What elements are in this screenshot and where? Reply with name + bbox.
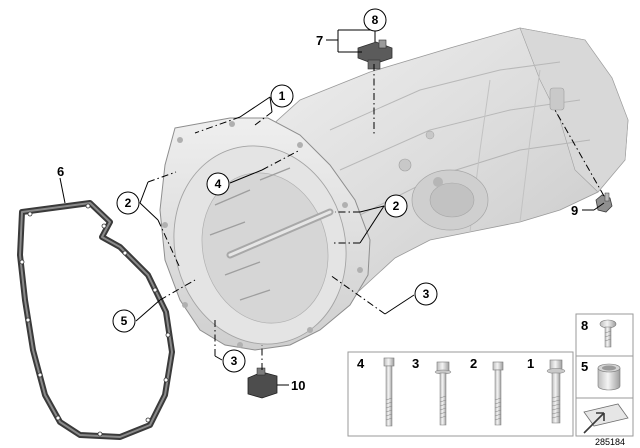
callout-2-left: 2 <box>116 191 140 215</box>
svg-text:3: 3 <box>423 287 430 301</box>
side-legend: 8 5 <box>575 313 634 437</box>
side-legend-label-8: 8 <box>581 318 588 333</box>
callout-3-right: 3 <box>414 282 438 306</box>
bolt-1 <box>546 359 566 424</box>
leader-lines <box>59 29 605 386</box>
callout-8: 8 <box>363 8 387 32</box>
side-legend-label-5: 5 <box>581 359 588 374</box>
svg-text:2: 2 <box>125 196 132 210</box>
svg-text:4: 4 <box>215 177 222 191</box>
arrow-sheet-icon <box>583 403 629 434</box>
legend-label-1: 1 <box>527 356 534 371</box>
callout-4: 4 <box>206 172 230 196</box>
svg-text:8: 8 <box>372 13 379 27</box>
label-6: 6 <box>57 164 64 179</box>
label-7: 7 <box>316 33 323 48</box>
screw-8 <box>599 319 617 348</box>
reference-number: 285184 <box>595 437 625 447</box>
legend-label-3: 3 <box>412 356 419 371</box>
fasteners-legend: 4 3 2 1 <box>347 351 574 437</box>
callout-2-right: 2 <box>384 194 408 218</box>
sensor-8 <box>357 39 393 70</box>
label-10: 10 <box>291 378 305 393</box>
callout-3-lower: 3 <box>222 349 246 373</box>
callout-5: 5 <box>112 309 136 333</box>
bolt-4 <box>383 357 395 427</box>
svg-text:2: 2 <box>393 199 400 213</box>
label-9: 9 <box>571 203 578 218</box>
callout-1: 1 <box>270 84 294 108</box>
bolt-3 <box>434 361 452 426</box>
bolt-2 <box>492 361 504 426</box>
svg-text:1: 1 <box>279 89 286 103</box>
gasket <box>17 200 175 440</box>
svg-text:3: 3 <box>231 354 238 368</box>
legend-label-2: 2 <box>470 356 477 371</box>
dowel-sleeve-5 <box>597 363 621 391</box>
legend-label-4: 4 <box>357 356 365 371</box>
svg-text:5: 5 <box>121 314 128 328</box>
connector-10 <box>247 367 278 399</box>
